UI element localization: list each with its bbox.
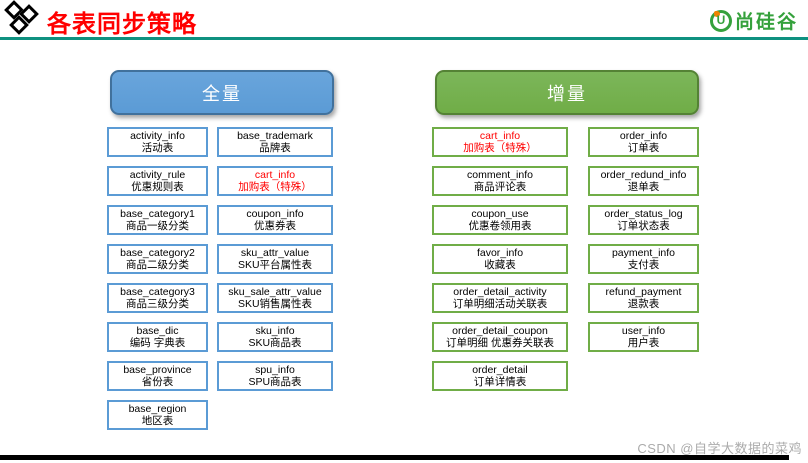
full-sync-header: 全量 bbox=[110, 70, 334, 115]
diamonds-logo-icon bbox=[0, 0, 42, 40]
table-label: 活动表 bbox=[141, 142, 174, 154]
table-name: order_detail_coupon bbox=[452, 325, 548, 337]
table-name: cart_info bbox=[254, 169, 296, 181]
table-name: coupon_info bbox=[246, 208, 304, 220]
table-name: sku_info bbox=[255, 325, 295, 337]
table-label: 用户表 bbox=[627, 337, 660, 349]
table-name: base_region bbox=[128, 403, 187, 415]
header-divider bbox=[0, 37, 808, 40]
csdn-watermark: CSDN @自学大数据的菜鸡 bbox=[637, 441, 802, 456]
table-label: 退款表 bbox=[627, 298, 660, 310]
page-title: 各表同步策略 bbox=[47, 11, 197, 38]
table-label: 商品一级分类 bbox=[126, 220, 189, 232]
table-label: SPU商品表 bbox=[248, 376, 302, 388]
table-label: 商品评论表 bbox=[473, 181, 527, 193]
table-name: base_category1 bbox=[120, 208, 195, 220]
table-name: base_category2 bbox=[120, 247, 195, 259]
table-label: 商品二级分类 bbox=[126, 259, 189, 271]
table-label: 加购表（特殊） bbox=[463, 142, 537, 154]
table-name: comment_info bbox=[467, 169, 533, 181]
table-label: 编码 字典表 bbox=[129, 337, 186, 349]
brand-logo: U 尚硅谷 bbox=[709, 7, 798, 34]
brand-name: 尚硅谷 bbox=[734, 12, 798, 33]
table-name: user_info bbox=[621, 325, 666, 337]
incremental-sync-header: 增量 bbox=[435, 70, 699, 115]
table-name: base_dic bbox=[136, 325, 179, 337]
table-label: 地区表 bbox=[141, 415, 174, 427]
table-name: order_detail bbox=[472, 364, 528, 376]
table-label: 支付表 bbox=[627, 259, 660, 271]
table-label: SKU平台属性表 bbox=[237, 259, 313, 271]
table-name: payment_info bbox=[611, 247, 676, 259]
table-name: order_status_log bbox=[604, 208, 683, 220]
table-name: spu_info bbox=[255, 364, 295, 376]
shangguigu-u-icon: U bbox=[709, 9, 732, 32]
table-name: refund_payment bbox=[605, 286, 682, 298]
table-label: 收藏表 bbox=[484, 259, 516, 271]
table-name: order_detail_activity bbox=[453, 286, 547, 298]
table-label: 优惠卷领用表 bbox=[468, 220, 532, 232]
table-name: base_category3 bbox=[120, 286, 195, 298]
orange-accent-icon bbox=[713, 10, 720, 17]
table-label: 省份表 bbox=[141, 376, 174, 388]
table-label: 订单详情表 bbox=[473, 376, 527, 388]
table-name: sku_attr_value bbox=[240, 247, 310, 259]
table-name: coupon_use bbox=[471, 208, 529, 220]
table-name: base_trademark bbox=[237, 130, 313, 142]
table-name: order_redund_info bbox=[600, 169, 687, 181]
table-label: 品牌表 bbox=[259, 142, 291, 154]
table-name: activity_info bbox=[130, 130, 185, 142]
table-label: 订单明细 优惠券关联表 bbox=[446, 337, 554, 349]
table-name: order_info bbox=[619, 130, 668, 142]
table-name: cart_info bbox=[479, 130, 521, 142]
table-label: 优惠券表 bbox=[254, 220, 296, 232]
bottom-bar bbox=[0, 455, 789, 460]
table-name: base_province bbox=[123, 364, 192, 376]
table-name: activity_rule bbox=[129, 169, 186, 181]
table-label: 订单状态表 bbox=[617, 220, 670, 232]
table-name: favor_info bbox=[476, 247, 524, 259]
table-name: sku_sale_attr_value bbox=[228, 286, 322, 298]
table-label: 订单表 bbox=[627, 142, 660, 154]
table-label: SKU销售属性表 bbox=[237, 298, 313, 310]
table-label: SKU商品表 bbox=[248, 337, 302, 349]
table-label: 订单明细活动关联表 bbox=[452, 298, 548, 310]
table-label: 商品三级分类 bbox=[126, 298, 189, 310]
table-label: 退单表 bbox=[627, 181, 660, 193]
table-label: 加购表（特殊） bbox=[238, 181, 312, 193]
table-label: 优惠规则表 bbox=[131, 181, 184, 193]
